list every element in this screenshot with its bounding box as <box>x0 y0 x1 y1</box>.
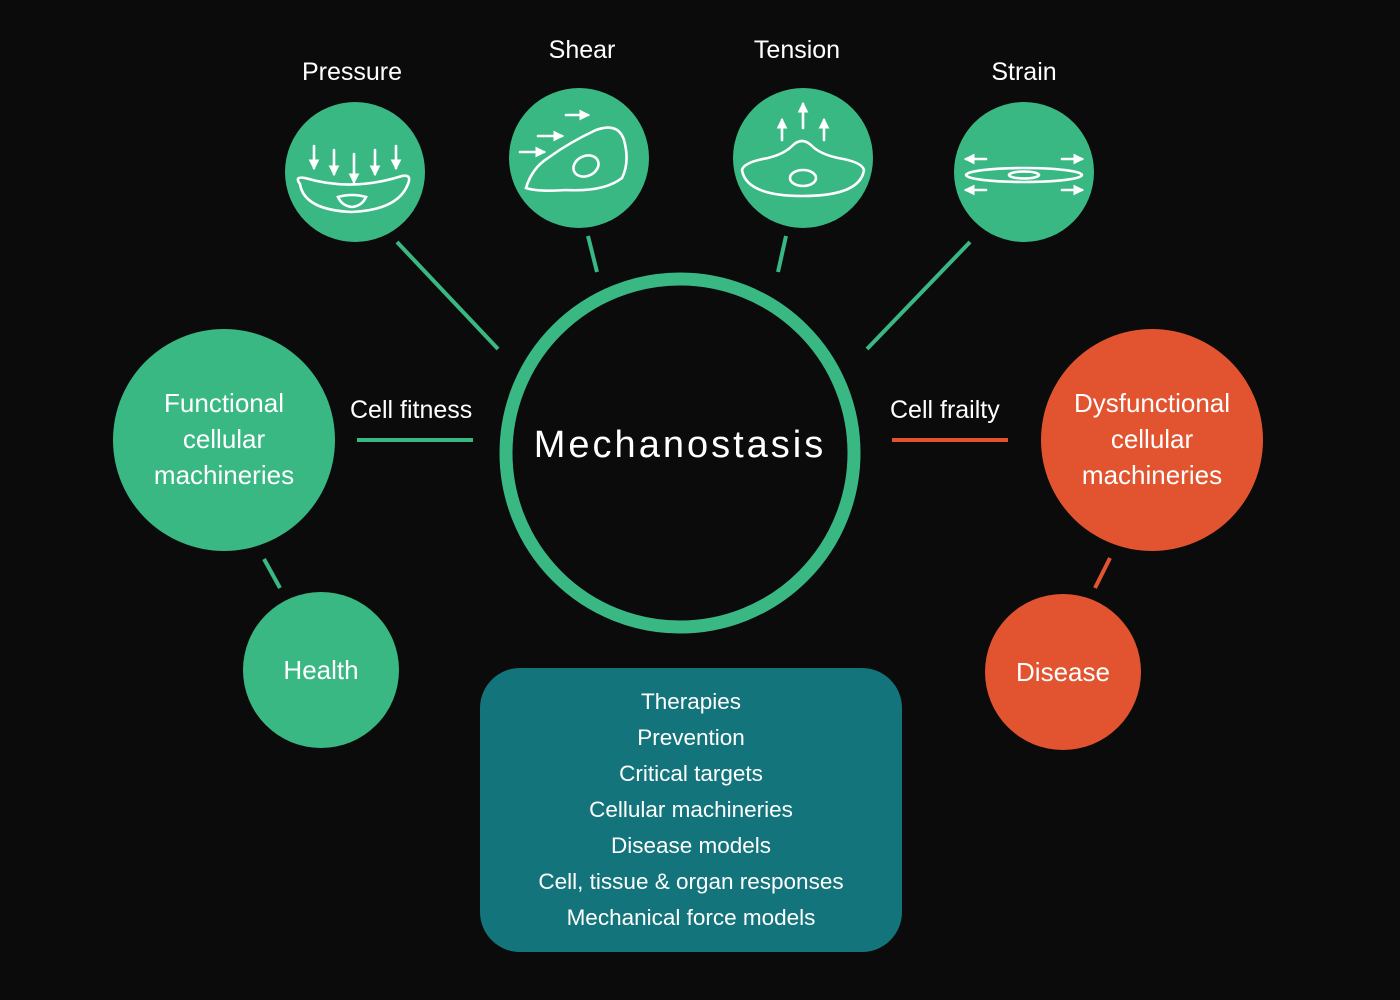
disease-label: Disease <box>1016 656 1110 687</box>
panel-item-disease-models: Disease models <box>610 833 772 858</box>
tension-label: Tension <box>753 36 841 64</box>
panel-item-critical-targets: Critical targets <box>619 761 763 786</box>
shear-label: Shear <box>548 36 616 64</box>
dysfunctional-node-line-3: machineries <box>1081 460 1223 490</box>
strain-cell-icon <box>963 153 1085 196</box>
cell-frailty-label: Cell frailty <box>890 396 1000 424</box>
connector-pressure <box>395 240 500 351</box>
functional-node-text: Functional cellular machineries <box>113 384 335 494</box>
panel-item-prevention: Prevention <box>637 725 745 750</box>
functional-node-line-3: machineries <box>153 460 295 490</box>
dysfunctional-node-text: Dysfunctional cellular machineries <box>1041 384 1263 494</box>
connector-strain <box>865 240 972 351</box>
health-label: Health <box>283 654 359 685</box>
mechanostasis-ring <box>499 272 861 634</box>
dysfunctional-node-line-2: cellular <box>1110 424 1194 454</box>
functional-node-circle <box>113 329 335 551</box>
dysfunctional-node-circle <box>1041 329 1263 551</box>
disease-circle <box>985 594 1141 750</box>
cell-fitness-label: Cell fitness <box>350 396 473 424</box>
pressure-label: Pressure <box>301 58 403 86</box>
dysfunctional-node-line-1: Dysfunctional <box>1073 388 1231 418</box>
pressure-cell-icon <box>296 144 411 214</box>
mechanostasis-title: Mechanostasis <box>533 423 827 466</box>
panel-item-therapies: Therapies <box>640 689 742 714</box>
panel-item-responses: Cell, tissue & organ responses <box>538 869 844 894</box>
connector-shear <box>586 235 599 273</box>
shear-cell-icon <box>518 109 628 192</box>
research-panel: Therapies Prevention Critical targets Ce… <box>480 668 902 952</box>
health-circle <box>243 592 399 748</box>
panel-item-cellular-machineries: Cellular machineries <box>589 797 793 822</box>
panel-item-force-models: Mechanical force models <box>566 905 816 930</box>
tension-cell-icon <box>740 101 866 198</box>
strain-label: Strain <box>991 58 1057 86</box>
connector-health <box>262 558 282 589</box>
connector-tension <box>776 235 788 273</box>
functional-node-line-1: Functional <box>164 388 284 418</box>
functional-node-line-2: cellular <box>182 424 266 454</box>
connector-disease <box>1093 557 1112 589</box>
